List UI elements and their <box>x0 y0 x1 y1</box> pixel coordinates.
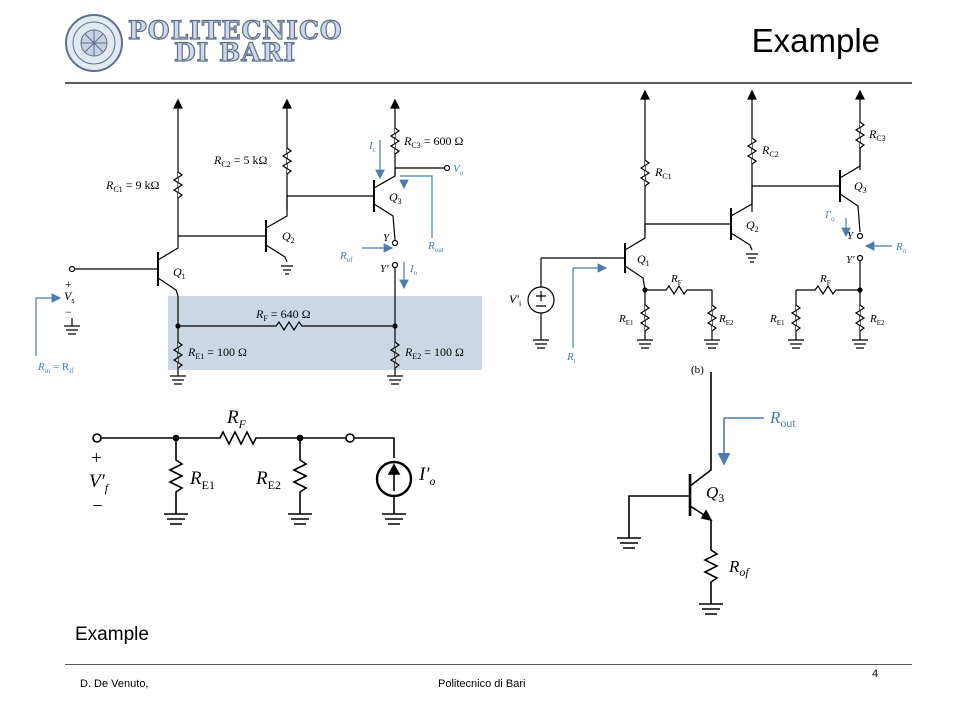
svg-text:Ri: Ri <box>566 351 576 365</box>
svg-text:RC3: RC3 <box>868 127 886 143</box>
label-rc3-a: RC3 = 600 Ω <box>403 134 463 150</box>
svg-text:RF: RF <box>819 273 831 287</box>
svg-text:Q1: Q1 <box>637 252 650 268</box>
label-y-a: Y <box>383 232 391 244</box>
label-vs-a: Vs <box>64 289 74 305</box>
svg-text:Y: Y <box>847 230 855 242</box>
svg-text:V′f: V′f <box>89 471 110 495</box>
university-logo <box>64 13 124 73</box>
svg-text:+: + <box>91 448 102 469</box>
diagram-c-labels: RF RE1 RE2 + V′f − I′o <box>89 407 435 517</box>
svg-text:RF: RF <box>670 273 682 287</box>
svg-text:Rof: Rof <box>339 250 353 264</box>
label-re1-a: RE1 = 100 Ω <box>187 345 247 361</box>
svg-text:I′o: I′o <box>418 464 435 488</box>
svg-text:Q3: Q3 <box>854 179 867 195</box>
svg-text:RE2: RE2 <box>255 468 281 492</box>
header-divider <box>65 82 912 84</box>
svg-text:RE2: RE2 <box>718 313 734 327</box>
footer-divider <box>65 664 912 665</box>
logo-text-line2: DI BARI <box>173 37 297 67</box>
page-number: 4 <box>872 668 879 680</box>
svg-text:I′o: I′o <box>824 209 835 223</box>
label-re2-a: RE2 = 100 Ω <box>404 345 464 361</box>
diagram-c <box>92 430 413 525</box>
label-rc1-a: RC1 = 9 kΩ <box>105 178 159 194</box>
svg-text:RE1: RE1 <box>769 313 785 327</box>
label-rc2-a: RC2 = 5 kΩ <box>213 153 267 169</box>
slide-title: Example <box>751 22 880 59</box>
label-q2-a: Q2 <box>282 229 295 245</box>
diagram-a <box>35 98 482 385</box>
svg-text:Io: Io <box>409 263 418 277</box>
diagram-d-labels: Q3 Rof Rout <box>706 408 796 579</box>
svg-text:V′i: V′i <box>509 292 522 308</box>
svg-text:Vo: Vo <box>453 163 464 177</box>
feedback-network-highlight <box>168 296 482 370</box>
logo-text-line1: POLITECNICO <box>127 15 343 45</box>
seal-icon <box>65 14 123 72</box>
svg-text:RC2: RC2 <box>761 143 779 159</box>
diagram-b-labels: RC1 RC2 RC3 Q1 Q2 Q3 RF RF RE1 RE2 RE1 R… <box>509 127 886 376</box>
label-rf-a: RF = 640 Ω <box>255 307 311 323</box>
diagram-b-annotations: Ri I′o Ro <box>566 209 907 365</box>
svg-text:Q2: Q2 <box>746 218 759 234</box>
diagram-a-annotations: Ic Vo Rout Rof Io Rin = Rif <box>37 140 464 375</box>
svg-text:Ic: Ic <box>368 140 376 154</box>
label-plus-a: + <box>65 277 72 291</box>
svg-text:RF: RF <box>226 407 247 431</box>
label-b: (b) <box>691 364 704 376</box>
label-minus-a: − <box>65 305 72 319</box>
svg-text:RE1: RE1 <box>189 468 215 492</box>
svg-text:Rin = Rif: Rin = Rif <box>37 361 74 375</box>
svg-text:Rout: Rout <box>427 240 444 254</box>
label-q1-a: Q1 <box>173 265 186 281</box>
diagram-b <box>527 89 892 349</box>
figure-caption: Example <box>75 624 149 645</box>
svg-text:Rof: Rof <box>728 557 750 579</box>
diagram-d <box>617 372 764 615</box>
footer-author: D. De Venuto, <box>80 678 149 690</box>
svg-text:Y′: Y′ <box>846 254 855 266</box>
diagram-a-labels: RC1 = 9 kΩ RC2 = 5 kΩ RC3 = 600 Ω RF = 6… <box>64 134 464 361</box>
svg-text:RE1: RE1 <box>618 313 634 327</box>
svg-text:RE2: RE2 <box>869 313 885 327</box>
svg-text:Ro: Ro <box>895 241 907 255</box>
svg-text:−: − <box>92 496 103 517</box>
label-yp-a: Y′ <box>380 263 389 275</box>
label-q3-a: Q3 <box>389 190 402 206</box>
footer-institution: Politecnico di Bari <box>438 678 526 690</box>
svg-text:RC1: RC1 <box>654 165 672 181</box>
svg-text:Rout: Rout <box>769 408 796 430</box>
svg-text:Q3: Q3 <box>706 483 724 505</box>
